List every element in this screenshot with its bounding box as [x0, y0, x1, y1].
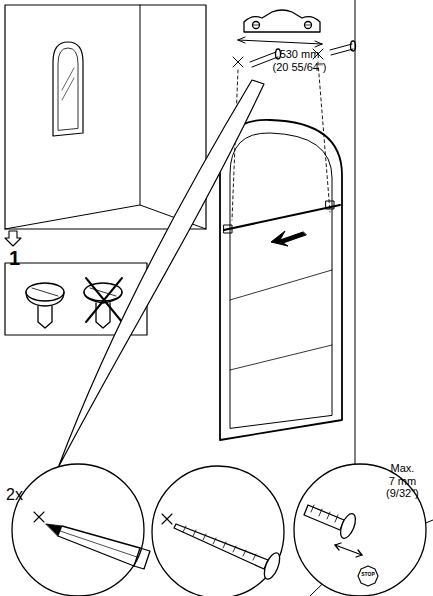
step-arrow: [5, 231, 21, 246]
alignment-guides: [232, 62, 330, 220]
wood-screw: [174, 524, 283, 581]
mirror: [220, 120, 342, 440]
dimension-line: [238, 40, 322, 44]
wrong-screw-head: [84, 278, 122, 328]
small-mirror-inner: [58, 48, 78, 130]
drill-mark: [162, 514, 172, 524]
detail-circle: [152, 466, 284, 596]
pointer-arrow: [271, 231, 306, 246]
step-number: 1: [9, 247, 20, 270]
pencil-mark: [34, 512, 44, 522]
dimension-label: 530 mm (20 55/64"): [272, 48, 327, 73]
small-mirror: [53, 42, 83, 136]
pencil: [46, 524, 150, 569]
max-gap-label: Max. 7 mm (9/32"): [386, 462, 419, 500]
detail-swoosh: [58, 80, 264, 468]
distance-arrowheads: [335, 543, 362, 557]
stop-text: STOP: [358, 572, 378, 578]
stop-sign: [358, 566, 378, 586]
dimension-arrowheads: [238, 37, 322, 47]
detail-circle: [12, 464, 144, 596]
quantity-label: 2x: [6, 486, 23, 504]
overview-inset: [5, 5, 206, 229]
glass-reflection: [62, 68, 74, 100]
wall-screw: [304, 505, 358, 540]
correct-screw-head: [26, 283, 64, 328]
room-corner: [5, 5, 206, 229]
wall-bracket: [244, 10, 320, 32]
